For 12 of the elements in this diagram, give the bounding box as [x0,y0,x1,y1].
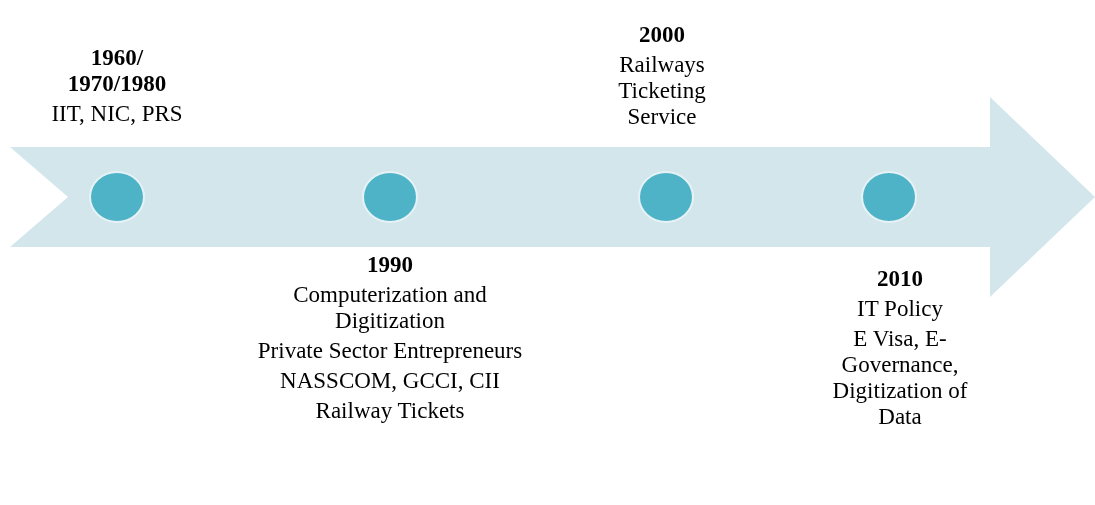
year-label: 2000 [638,22,686,48]
milestone-text: Railways Ticketing Service [617,52,707,130]
milestone-text: IT Policy [857,296,943,322]
milestone-text: IIT, NIC, PRS [51,101,183,127]
milestone-text: Private Sector Entrepreneurs [257,338,523,364]
milestone-text: NASSCOM, GCCI, CII [280,368,500,394]
milestone-text: Railway Tickets [315,398,465,424]
milestone-text: Computerization and Digitization [292,282,488,334]
year-label: 2010 [876,266,924,292]
year-label: 1960/ 1970/1980 [66,45,168,97]
milestone-text: E Visa, E-Governance, Digitization of Data [831,326,969,430]
year-label: 1990 [366,252,414,278]
